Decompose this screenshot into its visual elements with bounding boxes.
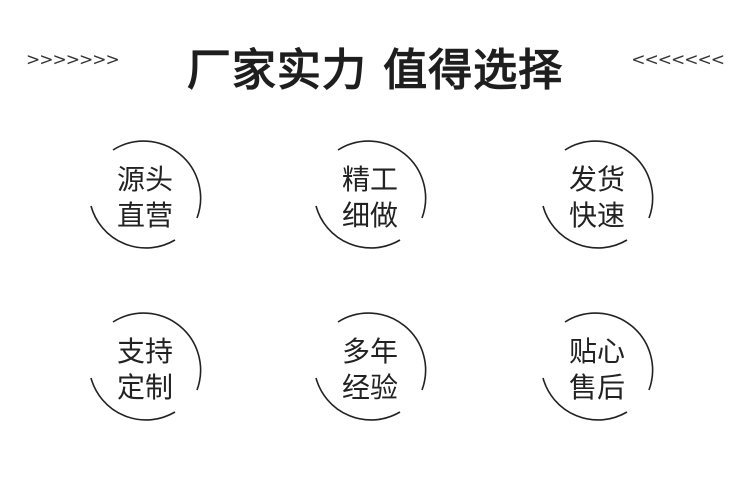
circle-ring-icon	[542, 312, 654, 421]
circle-ring-icon	[315, 312, 427, 421]
feature-line1: 发货	[568, 163, 625, 196]
feature-line1: 支持	[116, 335, 173, 368]
feature-line2: 经验	[341, 371, 398, 404]
feature-years-experience: 多年经验	[310, 302, 430, 422]
feature-custom-support: 支持定制	[85, 302, 205, 422]
feature-line1: 多年	[341, 335, 398, 368]
feature-line2: 直营	[116, 199, 173, 232]
feature-after-sales: 贴心售后	[537, 302, 657, 422]
feature-line2: 快速	[568, 199, 625, 232]
circle-ring-icon	[90, 312, 202, 421]
feature-line1: 源头	[116, 163, 173, 196]
feature-source-direct: 源头直营	[85, 130, 205, 250]
feature-line2: 售后	[568, 371, 625, 404]
circle-ring-icon	[315, 140, 427, 249]
feature-line2: 细做	[341, 199, 398, 232]
feature-line2: 定制	[116, 371, 173, 404]
right-arrows-decoration: <<<<<<<	[631, 50, 725, 70]
page-title: 厂家实力 值得选择	[186, 45, 564, 96]
circle-ring-icon	[542, 140, 654, 249]
circle-ring-icon	[90, 140, 202, 249]
left-arrows-decoration: >>>>>>>	[26, 50, 120, 70]
feature-line1: 精工	[341, 163, 398, 196]
feature-line1: 贴心	[568, 335, 625, 368]
feature-fine-craft: 精工细做	[310, 130, 430, 250]
feature-fast-shipping: 发货快速	[537, 130, 657, 250]
